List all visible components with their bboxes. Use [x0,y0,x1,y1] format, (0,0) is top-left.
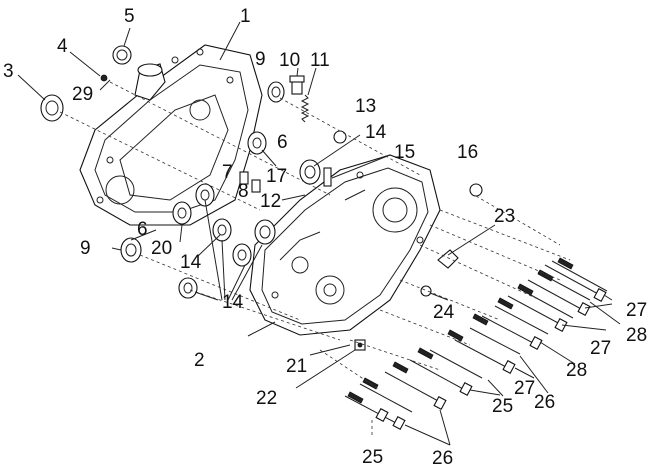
spring-11 [300,94,310,123]
alignment-lines [59,81,571,438]
callout-labels: 1 2 3 4 5 6 6 7 8 9 9 10 11 12 13 14 14 … [3,6,647,469]
leader-lines [17,21,621,446]
callout-23: 23 [494,206,515,227]
callout-27b: 27 [590,338,611,359]
callout-17: 17 [266,166,287,187]
callout-27c: 27 [514,378,535,399]
callout-14c: 14 [222,292,244,313]
bearing-9-lower [120,237,142,263]
callout-6a: 6 [277,132,288,153]
callout-15: 15 [394,142,415,163]
callout-7: 7 [222,162,233,183]
callout-14b: 14 [180,252,202,273]
callout-22: 22 [256,388,277,409]
bearing-14-top [299,159,321,185]
plug-21-22 [354,339,366,351]
nut-4 [100,74,108,82]
callout-3: 3 [3,61,14,82]
callout-29: 29 [72,84,93,105]
callout-26a: 26 [534,392,555,413]
bearing-9-top [267,81,285,103]
callout-4: 4 [57,36,68,57]
callout-9a: 9 [255,49,266,70]
callout-28a: 28 [626,325,647,346]
callout-10: 10 [279,50,300,71]
callout-27a: 27 [626,300,647,321]
callout-20: 20 [151,238,172,259]
left-crankcase-half [79,44,263,226]
callout-1: 1 [240,6,251,27]
callout-8: 8 [238,181,249,202]
plug-16 [469,183,483,197]
callout-9b: 9 [80,238,91,259]
callout-14a: 14 [365,122,387,143]
bearing-17 [247,131,267,155]
seal-5 [112,45,132,65]
bolt-10 [289,75,305,95]
washer-13 [333,130,347,144]
callout-12: 12 [260,191,281,212]
callout-28b: 28 [566,360,587,381]
callout-6b: 6 [137,219,148,240]
bolts-group [344,257,608,431]
callout-11: 11 [310,50,330,71]
sensor-23 [437,249,459,269]
callout-25b: 25 [362,447,383,468]
bearing-3 [40,94,64,122]
dowel-7-8 [239,171,261,193]
right-crankcase-half [249,154,441,336]
oring-24 [420,285,432,297]
callout-2: 2 [194,350,205,371]
callout-16: 16 [457,142,478,163]
callout-26b: 26 [432,448,453,469]
callout-13: 13 [355,96,376,117]
dowel-15 [323,167,332,187]
callout-21: 21 [286,356,307,377]
callout-24: 24 [433,302,455,323]
callout-25a: 25 [492,396,513,417]
callout-5: 5 [124,6,135,27]
